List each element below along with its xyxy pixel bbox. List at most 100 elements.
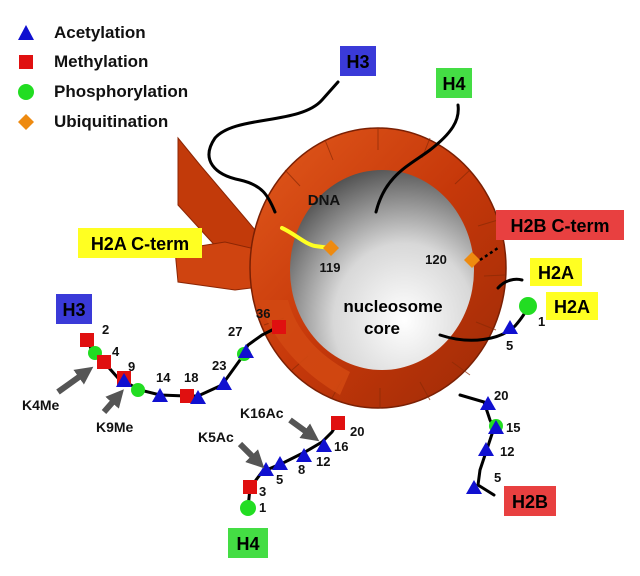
label-h2a-a: H2A (538, 263, 574, 283)
h2b-cterm-dots (479, 246, 499, 262)
acetyl-h4-5b-icon (272, 456, 288, 470)
circle-icon (18, 84, 34, 100)
residue-h3-4: 4 (112, 344, 120, 359)
diamond-icon (18, 114, 34, 130)
h2a-tail-modifications (502, 297, 537, 334)
residue-120: 120 (425, 252, 447, 267)
residue-h4-12: 12 (316, 454, 330, 469)
phospho-h3-10-icon (131, 383, 145, 397)
legend-label-ubiquitination: Ubiquitination (54, 112, 168, 131)
residue-h4-1: 1 (259, 500, 266, 515)
phospho-h2a-1-icon (519, 297, 537, 315)
label-k4me: K4Me (22, 397, 60, 413)
k9me-arrow (101, 389, 124, 414)
residue-h3-14: 14 (156, 370, 171, 385)
box-h3-top: H3 (340, 46, 376, 76)
legend-label-acetylation: Acetylation (54, 23, 146, 42)
ubiquitin-120-icon (464, 252, 480, 268)
acetyl-h3-27-icon (238, 344, 254, 358)
acetyl-h2b-15-icon (488, 420, 504, 434)
box-h4-tail: H4 (228, 528, 268, 558)
h3-tail-modifications (80, 320, 286, 404)
acetyl-h3-9-icon (116, 373, 132, 387)
methyl-h3-4-icon (97, 355, 111, 369)
residue-h2b-5: 5 (494, 470, 501, 485)
methyl-h3-2-icon (80, 333, 94, 347)
label-h4-tail: H4 (236, 534, 259, 554)
label-h3-tail: H3 (62, 300, 85, 320)
legend-methylation: Methylation (19, 52, 148, 71)
methyl-h4-20-icon (331, 416, 345, 430)
residue-h3-9: 9 (128, 359, 135, 374)
label-h2b-tail: H2B (512, 492, 548, 512)
acetyl-h4-8-icon (296, 448, 312, 462)
residue-h2b-15: 15 (506, 420, 520, 435)
label-core-line1: nucleosome (343, 297, 442, 316)
residue-h3-2: 2 (102, 322, 109, 337)
residue-h4-5: 5 (276, 472, 283, 487)
methyl-h3-17-icon (180, 389, 194, 403)
label-h2a-b: H2A (554, 297, 590, 317)
box-h2b-cterm: H2B C-term (496, 210, 624, 240)
residue-h2b-20: 20 (494, 388, 508, 403)
methyl-h3-36-icon (272, 320, 286, 334)
h4-top-tail (374, 103, 460, 214)
h2a-cterm-tail (280, 226, 332, 250)
acetyl-h3-18-icon (190, 390, 206, 404)
h2a-cterm-right-tail (496, 277, 524, 290)
residue-h3-27: 27 (228, 324, 242, 339)
legend-phosphorylation: Phosphorylation (18, 82, 188, 101)
h3-top-tail (207, 80, 340, 214)
acetyl-h3-14-icon (152, 388, 168, 402)
square-icon (19, 55, 33, 69)
label-core-line2: core (364, 319, 400, 338)
label-dna: DNA (308, 192, 341, 209)
phospho-h4-1-icon (240, 500, 256, 516)
acetyl-h2b-20-icon (480, 396, 496, 410)
acetyl-h3-23-icon (216, 376, 232, 390)
k4me-arrow (56, 366, 94, 395)
residue-h3-36: 36 (256, 306, 270, 321)
label-h4-top: H4 (442, 74, 465, 94)
label-k5ac: K5Ac (198, 429, 234, 445)
label-h2a-cterm: H2A C-term (91, 234, 189, 254)
box-h2b-tail: H2B (504, 486, 556, 516)
legend: Acetylation Methylation Phosphorylation … (18, 23, 188, 131)
residue-h2a-1: 1 (538, 314, 545, 329)
label-k9me: K9Me (96, 419, 134, 435)
acetyl-h2b-12-icon (478, 442, 494, 456)
k5ac-arrow (237, 441, 265, 469)
acetyl-h2b-5-icon (466, 480, 482, 494)
box-h4-top: H4 (436, 68, 472, 98)
residue-h2a-5: 5 (506, 338, 513, 353)
legend-ubiquitination: Ubiquitination (18, 112, 168, 131)
legend-label-methylation: Methylation (54, 52, 148, 71)
box-h2a-b: H2A (546, 292, 598, 320)
legend-acetylation: Acetylation (18, 23, 146, 42)
box-h3-tail: H3 (56, 294, 92, 324)
box-h2a-cterm: H2A C-term (78, 228, 202, 258)
residue-h4-3: 3 (259, 484, 266, 499)
nucleosome-core (290, 170, 474, 370)
legend-label-phosphorylation: Phosphorylation (54, 82, 188, 101)
residue-h3-23: 23 (212, 358, 226, 373)
triangle-icon (18, 25, 34, 40)
acetyl-h4-5-icon (258, 462, 274, 476)
nucleosome-dna-ring (249, 127, 507, 409)
residue-h3-18: 18 (184, 370, 198, 385)
acetyl-h4-12-icon (316, 438, 332, 452)
residue-119: 119 (320, 260, 341, 275)
residue-h2b-12: 12 (500, 444, 514, 459)
residue-h4-16: 16 (334, 439, 348, 454)
residue-h4-8: 8 (298, 462, 305, 477)
residue-h4-20: 20 (350, 424, 364, 439)
residue-labels: 119 120 2 4 9 14 18 23 27 36 1 3 5 8 12 … (102, 252, 545, 515)
acetyl-h2a-5-icon (502, 320, 518, 334)
label-h3-top: H3 (346, 52, 369, 72)
ubiquitin-119-icon (323, 240, 339, 256)
annotation-arrows (56, 366, 320, 469)
box-h2a-a: H2A (530, 258, 582, 286)
k16ac-arrow (288, 417, 320, 442)
